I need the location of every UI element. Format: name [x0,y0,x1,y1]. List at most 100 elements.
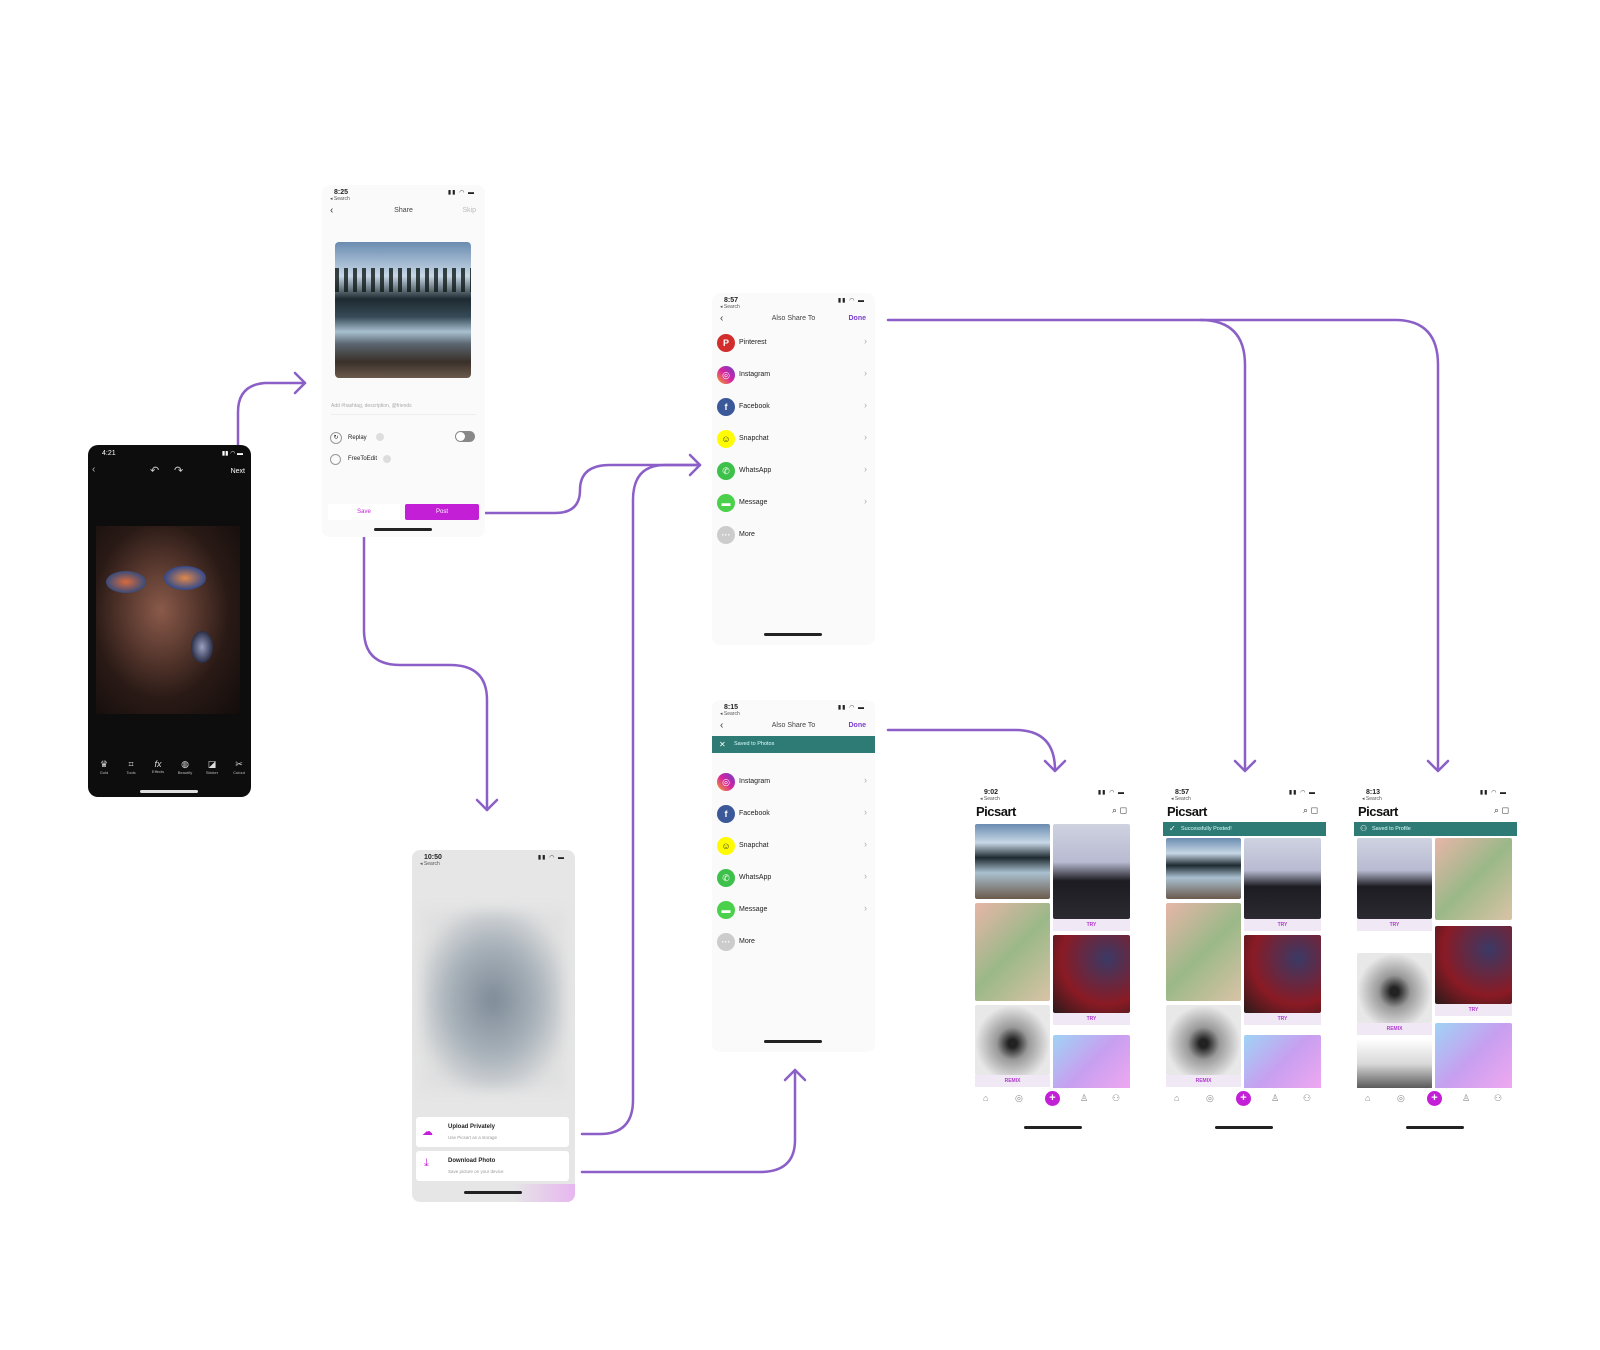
feed-photo-woman-black[interactable] [1244,838,1321,919]
notification-bell-icon[interactable]: ◻ [1120,805,1127,815]
message-icon: ▬ [717,901,735,919]
back-icon[interactable]: ‹ [92,464,95,475]
feed-photo-galaxy[interactable] [1435,1023,1512,1089]
feed-photo-eye[interactable] [1357,953,1432,1023]
feed-photo-galaxy[interactable] [1053,1035,1130,1090]
explore-icon[interactable]: ◎ [1397,1093,1405,1104]
share-row-whatsapp[interactable]: ✆WhatsApp› [712,459,875,485]
feed-photo-eye[interactable] [975,1005,1050,1075]
feed-photo-floral-collage[interactable] [1166,903,1241,1001]
search-icon[interactable]: ⌕ [1494,805,1499,815]
explore-icon[interactable]: ◎ [1206,1093,1214,1104]
done-button[interactable]: Done [849,722,867,729]
tool-cutout[interactable]: ✂Cutout [229,759,249,775]
tool-gold[interactable]: ♛Gold [94,759,114,775]
back-to-search[interactable]: ◂ Search [980,796,1000,802]
message-icon: ▬ [717,494,735,512]
feed-photo-lake[interactable] [975,824,1050,899]
feed-photo-red-dress[interactable] [1244,935,1321,1013]
feed-photo-lake[interactable] [1166,838,1241,899]
tool-tools[interactable]: ⌗Tools [121,759,141,775]
remix-button[interactable]: REMIX [975,1075,1050,1087]
caption-input[interactable]: Add #hashtag, description, @friends [331,403,476,415]
create-plus-button[interactable]: + [1427,1091,1442,1106]
home-icon[interactable]: ⌂ [1365,1093,1370,1103]
redo-icon[interactable]: ↷ [174,464,183,477]
try-button[interactable]: TRY [1053,1013,1130,1025]
editor-toolbar: ♛Gold ⌗Tools fxEffects ◍Beautify ◪Sticke… [88,759,251,787]
skip-button[interactable]: Skip [462,207,476,214]
back-to-search[interactable]: ◂ Search [720,711,740,717]
profile-icon[interactable]: ⚇ [1494,1093,1502,1104]
back-to-search[interactable]: ◂ Search [720,304,740,310]
create-plus-button[interactable]: + [1045,1091,1060,1106]
post-button[interactable]: Post [405,504,479,520]
feed-photo-galaxy[interactable] [1244,1035,1321,1090]
share-row-snapchat[interactable]: ☺Snapchat› [712,427,875,453]
signal-icon: ▮▮ ◠ ▬ [1098,789,1125,796]
undo-icon[interactable]: ↶ [150,464,159,477]
share-row-message[interactable]: ▬Message› [712,491,875,517]
challenges-trophy-icon[interactable]: ♙ [1271,1093,1279,1104]
editor-screen: 4:21 ▮▮ ◠ ▬ ‹ ↶ ↷ Next ♛Gold ⌗Tools fxEf… [88,445,251,797]
challenges-trophy-icon[interactable]: ♙ [1080,1093,1088,1104]
tool-sticker[interactable]: ◪Sticker [202,759,222,775]
download-photo-option[interactable]: ⤓ Download Photo Save picture on your de… [416,1151,569,1181]
share-screen: 8:25 ◂ Search ▮▮ ◠ ▬ ‹ Share Skip Add #h… [322,185,485,537]
feed-photo-smoke-portrait[interactable] [1357,1039,1432,1089]
share-row-snapchat[interactable]: ☺Snapchat› [712,834,875,860]
next-button[interactable]: Next [231,468,245,475]
remix-button[interactable]: REMIX [1166,1075,1241,1087]
search-icon[interactable]: ⌕ [1112,805,1117,815]
feed-photo-red-dress[interactable] [1435,926,1512,1004]
share-row-instagram[interactable]: ◎Instagram› [712,363,875,389]
feed-photo-floral-collage[interactable] [975,903,1050,1001]
save-button[interactable]: Save [328,504,400,520]
share-row-instagram[interactable]: ◎Instagram› [712,770,875,796]
freetoedit-checkbox[interactable] [330,454,341,465]
notification-bell-icon[interactable]: ◻ [1311,805,1318,815]
feed-photo-eye[interactable] [1166,1005,1241,1075]
feed-photo-woman-black[interactable] [1357,838,1432,919]
try-button[interactable]: TRY [1244,1013,1321,1025]
back-to-search[interactable]: ◂ Search [1171,796,1191,802]
replay-toggle[interactable] [455,431,475,442]
upload-privately-option[interactable]: ☁ Upload Privately Use Picsart as a stor… [416,1117,569,1147]
try-button[interactable]: TRY [1244,919,1321,931]
close-icon[interactable]: ✕ [719,736,726,753]
tool-beautify[interactable]: ◍Beautify [175,759,195,775]
profile-icon[interactable]: ⚇ [1303,1093,1311,1104]
back-to-search[interactable]: ◂ Search [330,196,350,202]
search-icon[interactable]: ⌕ [1303,805,1308,815]
share-row-more[interactable]: ···More [712,523,875,549]
back-to-search[interactable]: ◂ Search [1362,796,1382,802]
share-row-whatsapp[interactable]: ✆WhatsApp› [712,866,875,892]
remix-button[interactable]: REMIX [1357,1023,1432,1035]
explore-icon[interactable]: ◎ [1015,1093,1023,1104]
profile-icon[interactable]: ⚇ [1112,1093,1120,1104]
try-button[interactable]: TRY [1053,919,1130,931]
save-sheet-screen: 10:50 ◂ Search ▮▮ ◠ ▬ ☁ Upload Privately… [412,850,575,1202]
hand-ring [191,631,213,663]
challenges-trophy-icon[interactable]: ♙ [1462,1093,1470,1104]
create-plus-button[interactable]: + [1236,1091,1251,1106]
share-row-message[interactable]: ▬Message› [712,898,875,924]
saved-profile-banner: ⚇Saved to Profile [1354,822,1517,836]
home-icon[interactable]: ⌂ [1174,1093,1179,1103]
feed-photo-woman-black[interactable] [1053,824,1130,919]
try-button[interactable]: TRY [1435,1004,1512,1016]
feed-photo-floral-collage[interactable] [1435,838,1512,920]
success-banner: ✓Successfully Posted! [1163,822,1326,836]
done-button[interactable]: Done [849,315,867,322]
status-time: 4:21 [102,450,116,457]
back-to-search[interactable]: ◂ Search [420,861,440,867]
try-button[interactable]: TRY [1357,919,1432,931]
share-row-more[interactable]: ···More [712,930,875,956]
notification-bell-icon[interactable]: ◻ [1502,805,1509,815]
home-icon[interactable]: ⌂ [983,1093,988,1103]
feed-photo-red-dress[interactable] [1053,935,1130,1013]
